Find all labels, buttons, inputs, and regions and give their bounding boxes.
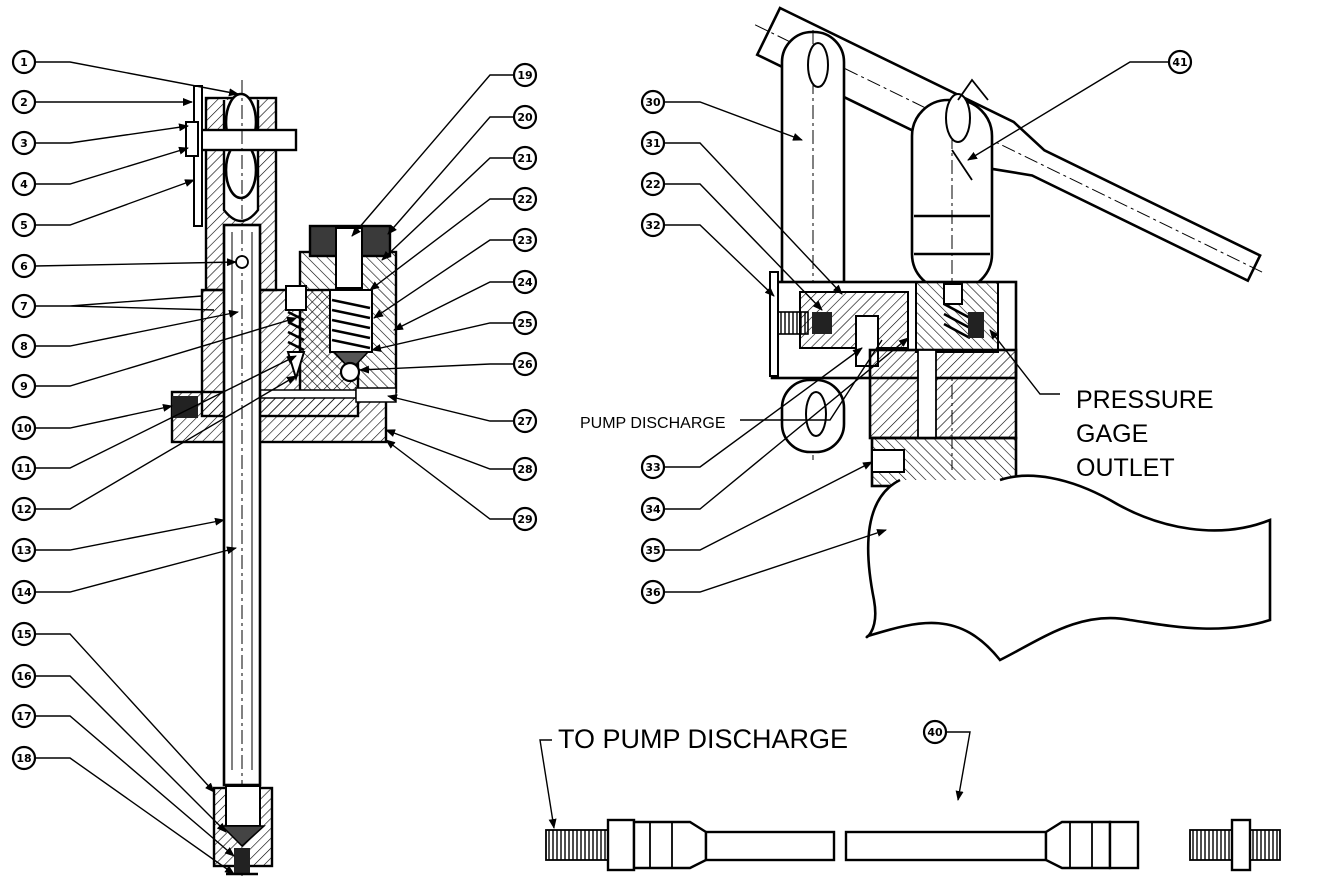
svg-text:33: 33 [645, 461, 660, 474]
callout-10: 10 [11, 415, 37, 441]
callout-9: 9 [11, 373, 37, 399]
svg-text:41: 41 [1172, 56, 1187, 69]
callout-24: 24 [512, 269, 538, 295]
svg-text:36: 36 [645, 586, 661, 599]
callout-29: 29 [512, 506, 538, 532]
svg-text:31: 31 [645, 137, 660, 150]
svg-text:23: 23 [517, 234, 532, 247]
svg-text:18: 18 [16, 752, 31, 765]
svg-text:40: 40 [927, 726, 943, 739]
left-pump-section [170, 80, 398, 880]
pressure-label: PRESSURE [1076, 386, 1214, 414]
callout-18: 18 [11, 745, 37, 771]
callout-8: 8 [11, 333, 37, 359]
svg-text:16: 16 [16, 670, 32, 683]
callout-19: 19 [512, 62, 538, 88]
callout-14: 14 [11, 579, 37, 605]
callout-41: 41 [1167, 49, 1193, 75]
callout-3: 3 [11, 130, 37, 156]
svg-text:24: 24 [517, 276, 533, 289]
svg-text:34: 34 [645, 503, 661, 516]
svg-text:14: 14 [16, 586, 32, 599]
svg-text:1: 1 [20, 56, 28, 69]
callout-21: 21 [512, 145, 538, 171]
svg-text:28: 28 [517, 463, 532, 476]
callout-16: 16 [11, 663, 37, 689]
svg-text:27: 27 [517, 415, 532, 428]
svg-text:25: 25 [517, 317, 532, 330]
svg-text:8: 8 [20, 340, 28, 353]
callout-30: 30 [640, 89, 666, 115]
callout-33: 33 [640, 454, 666, 480]
svg-text:32: 32 [645, 219, 660, 232]
callout-31: 31 [640, 130, 666, 156]
svg-text:4: 4 [20, 178, 28, 191]
callout-2: 2 [11, 89, 37, 115]
to-pump-discharge-label: TO PUMP DISCHARGE [558, 724, 848, 754]
right-pump-view [754, 6, 1272, 662]
callout-32: 32 [640, 212, 666, 238]
callout-27: 27 [512, 408, 538, 434]
svg-text:17: 17 [16, 710, 31, 723]
svg-text:12: 12 [16, 503, 31, 516]
callout-34: 34 [640, 496, 666, 522]
svg-text:15: 15 [16, 628, 31, 641]
callout-26: 26 [512, 351, 538, 377]
callout-13: 13 [11, 537, 37, 563]
svg-text:21: 21 [517, 152, 532, 165]
svg-text:19: 19 [517, 69, 532, 82]
pump-discharge-label: PUMP DISCHARGE [580, 415, 726, 432]
svg-text:7: 7 [20, 300, 28, 313]
hose-assembly [545, 818, 1281, 872]
svg-text:5: 5 [20, 219, 28, 232]
svg-text:10: 10 [16, 422, 32, 435]
svg-text:20: 20 [517, 111, 533, 124]
callout-22: 22 [512, 186, 538, 212]
svg-text:13: 13 [16, 544, 31, 557]
callout-36: 36 [640, 579, 666, 605]
callouts-right: 30 31 22 32 33 34 35 36 41 40 [640, 49, 1193, 745]
callout-25: 25 [512, 310, 538, 336]
outlet-label: OUTLET [1076, 454, 1175, 482]
callouts-left: 1 2 3 4 5 6 7 8 9 10 11 12 13 14 15 16 1… [11, 49, 37, 771]
svg-text:22: 22 [645, 178, 660, 191]
callout-7: 7 [11, 293, 37, 319]
callout-11: 11 [11, 455, 37, 481]
svg-text:29: 29 [517, 513, 532, 526]
svg-text:35: 35 [645, 544, 660, 557]
callout-28: 28 [512, 456, 538, 482]
callout-6: 6 [11, 253, 37, 279]
callout-17: 17 [11, 703, 37, 729]
svg-text:11: 11 [16, 462, 31, 475]
svg-text:6: 6 [20, 260, 28, 273]
leaders-right [539, 61, 1169, 829]
svg-text:22: 22 [517, 193, 532, 206]
leaders-left [34, 61, 297, 875]
leaders-middle [351, 74, 514, 520]
gage-label: GAGE [1076, 420, 1148, 448]
callout-23: 23 [512, 227, 538, 253]
callout-35: 35 [640, 537, 666, 563]
svg-text:2: 2 [20, 96, 28, 109]
callouts-middle: 19 20 21 22 23 24 25 26 27 28 29 [512, 62, 538, 532]
callout-12: 12 [11, 496, 37, 522]
svg-text:26: 26 [517, 358, 533, 371]
svg-text:30: 30 [645, 96, 661, 109]
callout-40: 40 [922, 719, 948, 745]
callout-22b: 22 [640, 171, 666, 197]
callout-5: 5 [11, 212, 37, 238]
callout-20: 20 [512, 104, 538, 130]
callout-1: 1 [11, 49, 37, 75]
svg-text:9: 9 [20, 380, 28, 393]
svg-text:3: 3 [20, 137, 28, 150]
callout-4: 4 [11, 171, 37, 197]
callout-15: 15 [11, 621, 37, 647]
